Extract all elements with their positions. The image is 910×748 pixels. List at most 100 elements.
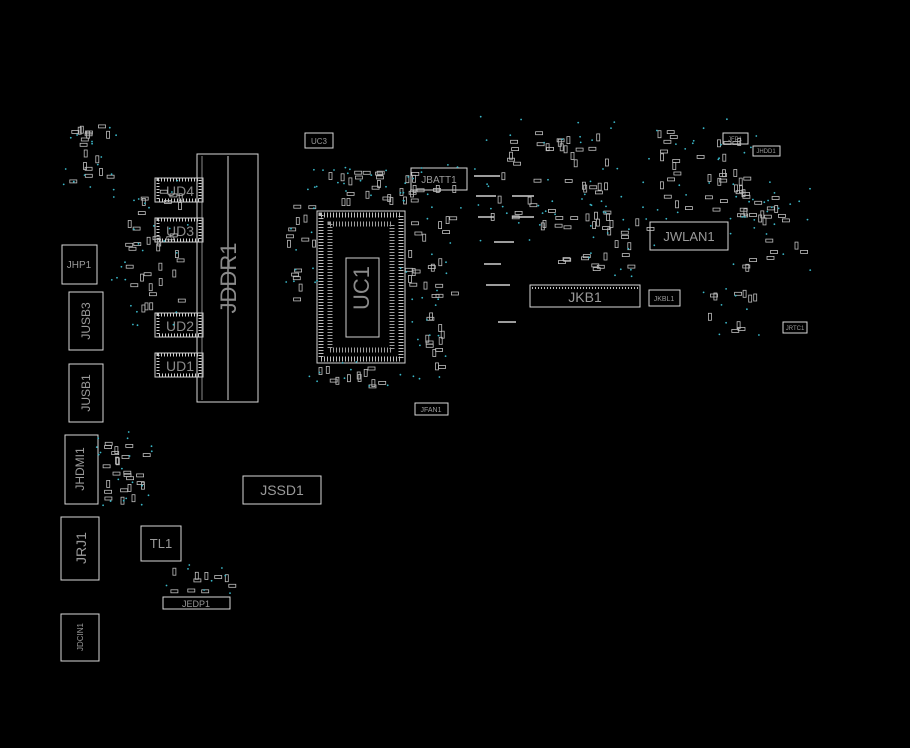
component-jedp1[interactable]: JEDP1 <box>162 596 231 610</box>
test-via <box>175 252 178 254</box>
passive-part <box>172 567 177 576</box>
test-via <box>602 168 604 170</box>
test-via <box>168 227 171 230</box>
passive-part <box>71 129 80 134</box>
passive-part <box>142 453 151 458</box>
passive-part <box>169 193 178 198</box>
component-ud2[interactable]: UD2 <box>154 312 204 338</box>
test-via <box>97 453 100 456</box>
test-via <box>165 584 168 587</box>
passive-part <box>156 243 161 252</box>
test-via <box>337 181 339 184</box>
passive-part <box>411 171 420 176</box>
component-jusb3[interactable]: JUSB3 <box>68 291 104 351</box>
test-via <box>399 191 402 194</box>
passive-part <box>125 264 134 269</box>
test-via <box>141 484 144 487</box>
component-jusb1[interactable]: JUSB1 <box>68 363 104 423</box>
component-ud3[interactable]: UD3 <box>154 217 204 243</box>
test-via <box>445 261 447 264</box>
component-uc1[interactable]: UC1 <box>316 210 406 364</box>
passive-part <box>749 258 757 263</box>
passive-part <box>346 374 351 383</box>
test-via <box>64 168 67 170</box>
passive-part <box>426 316 435 321</box>
test-via <box>127 431 130 433</box>
passive-part <box>735 190 744 195</box>
passive-part <box>582 254 591 259</box>
component-jkb1[interactable]: JKB1 <box>529 284 641 308</box>
passive-part <box>79 142 88 147</box>
test-via <box>313 186 316 189</box>
component-jssd1[interactable]: JSSD1 <box>242 475 322 505</box>
test-via <box>744 216 746 218</box>
test-via <box>69 136 72 139</box>
component-jfan1[interactable]: JFAN1 <box>414 402 449 416</box>
passive-part <box>308 205 317 210</box>
component-ud1[interactable]: UD1 <box>154 352 204 378</box>
passive-part <box>794 241 799 250</box>
passive-part <box>527 196 532 205</box>
passive-part <box>749 213 757 217</box>
test-via <box>386 384 389 387</box>
passive-part <box>712 207 721 212</box>
test-via <box>770 206 773 209</box>
passive-part <box>452 185 457 193</box>
component-jddr1[interactable]: JDDR1 <box>196 153 259 403</box>
component-tl1[interactable]: TL1 <box>140 525 182 562</box>
test-via <box>782 253 785 256</box>
passive-part <box>723 141 732 145</box>
passive-part <box>660 149 668 154</box>
test-via <box>341 362 344 364</box>
passive-part <box>570 216 579 221</box>
test-via <box>116 276 118 279</box>
passive-part <box>410 198 419 203</box>
component-jfp1[interactable]: JFP1 <box>722 132 749 145</box>
component-uc3[interactable]: UC3 <box>304 132 334 149</box>
passive-part <box>555 216 564 220</box>
component-jwlan1[interactable]: JWLAN1 <box>649 221 729 251</box>
test-via <box>125 497 128 500</box>
passive-part <box>563 257 572 262</box>
label-ud1: UD1 <box>166 358 194 374</box>
passive-part <box>719 178 728 183</box>
test-via <box>720 143 722 146</box>
passive-part <box>121 455 130 459</box>
test-via <box>438 376 441 378</box>
passive-part <box>176 258 185 263</box>
test-via <box>436 289 438 292</box>
passive-part <box>378 380 387 385</box>
passive-part <box>440 330 445 339</box>
passive-part <box>660 181 664 190</box>
test-via <box>729 232 732 235</box>
passive-part <box>120 488 128 493</box>
passive-part <box>605 158 609 167</box>
test-via <box>460 207 462 209</box>
component-jkbl1[interactable]: JKBL1 <box>648 289 681 307</box>
component-ud4[interactable]: UD4 <box>154 177 204 203</box>
passive-part <box>137 211 146 216</box>
component-jhp1[interactable]: JHP1 <box>61 244 98 285</box>
component-jdcin1[interactable]: JDCIN1 <box>60 613 100 662</box>
test-via <box>490 207 492 210</box>
test-via <box>600 200 603 203</box>
test-via <box>405 271 408 273</box>
component-jrtc1[interactable]: JRTC1 <box>782 321 808 334</box>
component-jhdd1[interactable]: JHDD1 <box>752 145 781 157</box>
test-via <box>718 157 720 160</box>
test-via <box>115 134 117 137</box>
test-via <box>419 344 421 347</box>
passive-part <box>157 238 162 247</box>
passive-part <box>363 368 368 377</box>
label-jhp1: JHP1 <box>67 260 92 271</box>
passive-part <box>646 226 655 231</box>
passive-part <box>294 268 303 273</box>
test-via <box>434 304 437 306</box>
passive-part <box>354 175 363 180</box>
test-via <box>152 225 155 227</box>
passive-part <box>414 231 423 236</box>
component-jhdmi1[interactable]: JHDMI1 <box>64 434 99 505</box>
passive-part <box>416 188 425 193</box>
component-jrj1[interactable]: JRJ1 <box>60 516 100 581</box>
